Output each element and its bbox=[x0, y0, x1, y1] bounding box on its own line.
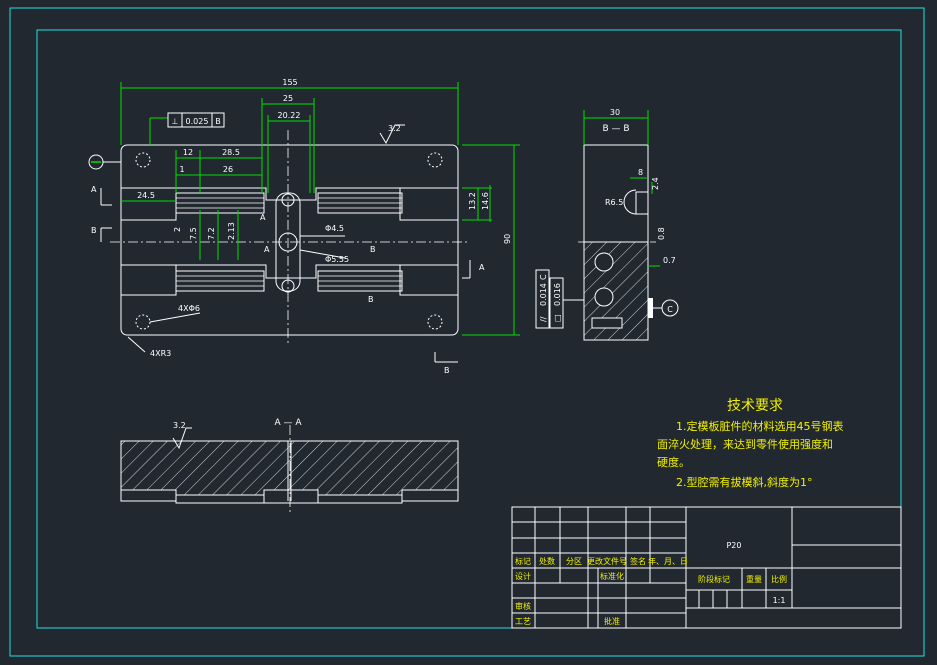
svg-text:0.025: 0.025 bbox=[186, 117, 209, 126]
dim-25: 25 bbox=[283, 94, 293, 103]
dim-20-22: 20.22 bbox=[278, 111, 301, 120]
tech-line-2: 面淬火处理，来达到零件使用强度和 bbox=[657, 437, 833, 451]
svg-text:B: B bbox=[91, 226, 97, 235]
phi-5-55: Φ5.55 bbox=[325, 255, 349, 264]
design-label: 设计 bbox=[515, 571, 531, 581]
col-label-2: 处数 bbox=[539, 556, 555, 566]
side-pocket-top bbox=[399, 187, 459, 221]
dim-28-5: 28.5 bbox=[222, 148, 240, 157]
title-block bbox=[511, 506, 902, 629]
scale-value: 1:1 bbox=[773, 596, 786, 605]
dim-7-2: 7.2 bbox=[207, 227, 216, 240]
section-aa-title: A — A bbox=[274, 418, 302, 428]
dim-2: 2 bbox=[173, 227, 182, 232]
flatness-callout: ⊥ 0.025 B bbox=[167, 112, 225, 128]
tol-box-1: // 0.014 C bbox=[539, 274, 548, 322]
dim-24-5: 24.5 bbox=[137, 191, 155, 200]
side-view bbox=[578, 144, 656, 341]
dim-overall-width: 155 bbox=[282, 78, 297, 87]
tol-box-2: □ 0.016 bbox=[553, 283, 562, 322]
corner-hole-tr bbox=[427, 152, 443, 168]
col-label-4: 更改文件号 bbox=[587, 556, 627, 566]
svg-text:A: A bbox=[260, 213, 266, 222]
svg-text:0.016: 0.016 bbox=[553, 283, 562, 306]
corner-hole-br bbox=[427, 314, 443, 330]
svg-text:A: A bbox=[91, 185, 97, 194]
svg-text:A: A bbox=[264, 245, 270, 254]
dim-13-2: 13.2 bbox=[468, 192, 477, 210]
dim-0-7: 0.7 bbox=[663, 256, 676, 265]
corner-hole-bl bbox=[135, 314, 151, 330]
review-label: 审核 bbox=[515, 601, 531, 611]
outer-frame bbox=[9, 7, 925, 657]
datum-left bbox=[88, 154, 121, 170]
top-view bbox=[110, 130, 470, 345]
corner-hole-tl bbox=[135, 152, 151, 168]
dim-1: 1 bbox=[179, 165, 184, 174]
dim-26: 26 bbox=[223, 165, 233, 174]
svg-text:C: C bbox=[667, 305, 673, 314]
process-label: 工艺 bbox=[515, 617, 531, 626]
col-label-5: 签名 bbox=[630, 556, 646, 566]
phi-4-5: Φ4.5 bbox=[325, 224, 344, 233]
svg-text:C: C bbox=[539, 274, 548, 280]
approve-label: 批准 bbox=[604, 616, 620, 626]
svg-text:⊥: ⊥ bbox=[172, 117, 179, 126]
col-label-6: 年、月、日 bbox=[648, 556, 688, 566]
scale-label: 比例 bbox=[771, 574, 787, 584]
dim-8: 8 bbox=[638, 168, 643, 177]
svg-text:A: A bbox=[479, 263, 485, 272]
section-markers: A B A B A B B A bbox=[91, 185, 485, 375]
radius-r6-5: R6.5 bbox=[605, 198, 623, 207]
dim-7-5: 7.5 bbox=[189, 227, 198, 240]
stage-mark-label: 阶段标记 bbox=[698, 574, 730, 584]
tech-title: 技术要求 bbox=[727, 398, 783, 414]
svg-text:B: B bbox=[215, 117, 221, 126]
tech-line-1: 1.定模板脏件的材料选用45号钢表 bbox=[676, 419, 844, 433]
top-view-dimensions bbox=[120, 82, 520, 336]
side-view-dimensions bbox=[535, 110, 660, 329]
roughness-symbol-top: 3.2 bbox=[379, 124, 405, 145]
dim-height-90: 90 bbox=[503, 234, 512, 244]
svg-text:3.2: 3.2 bbox=[388, 124, 401, 133]
side-pocket-bottom bbox=[399, 264, 459, 296]
dim-2-4: 2.4 bbox=[651, 177, 660, 190]
roughness-aa: 3.2 bbox=[173, 421, 186, 430]
hole-note: 4XΦ6 bbox=[178, 304, 200, 313]
tech-line-3: 硬度。 bbox=[657, 455, 690, 469]
tech-line-4: 2.型腔需有拔模斜,斜度为1° bbox=[676, 475, 813, 489]
part-name: P20 bbox=[726, 541, 741, 550]
dim-30: 30 bbox=[610, 108, 620, 117]
inner-frame bbox=[36, 29, 902, 629]
radius-note: 4XR3 bbox=[150, 349, 171, 358]
col-label-1: 标记 bbox=[515, 556, 531, 566]
cavity-profile bbox=[121, 187, 458, 279]
svg-text://: // bbox=[539, 316, 548, 322]
svg-text:0.014: 0.014 bbox=[539, 283, 548, 306]
dim-12: 12 bbox=[183, 148, 193, 157]
svg-text:□: □ bbox=[553, 314, 562, 322]
weight-label: 重量 bbox=[746, 574, 762, 584]
standardize-label: 标准化 bbox=[600, 571, 624, 581]
dim-0-8: 0.8 bbox=[657, 227, 666, 240]
plate-outline bbox=[120, 144, 459, 336]
section-aa-view bbox=[120, 425, 459, 515]
datum-c: C bbox=[648, 298, 679, 318]
svg-text:B: B bbox=[370, 245, 376, 254]
col-label-3: 分区 bbox=[566, 557, 582, 566]
svg-text:B: B bbox=[368, 295, 374, 304]
section-bb-title: B — B bbox=[602, 124, 629, 134]
svg-text:B: B bbox=[444, 366, 450, 375]
dim-14-6: 14.6 bbox=[481, 192, 490, 210]
dim-2-13: 2.13 bbox=[227, 222, 236, 240]
